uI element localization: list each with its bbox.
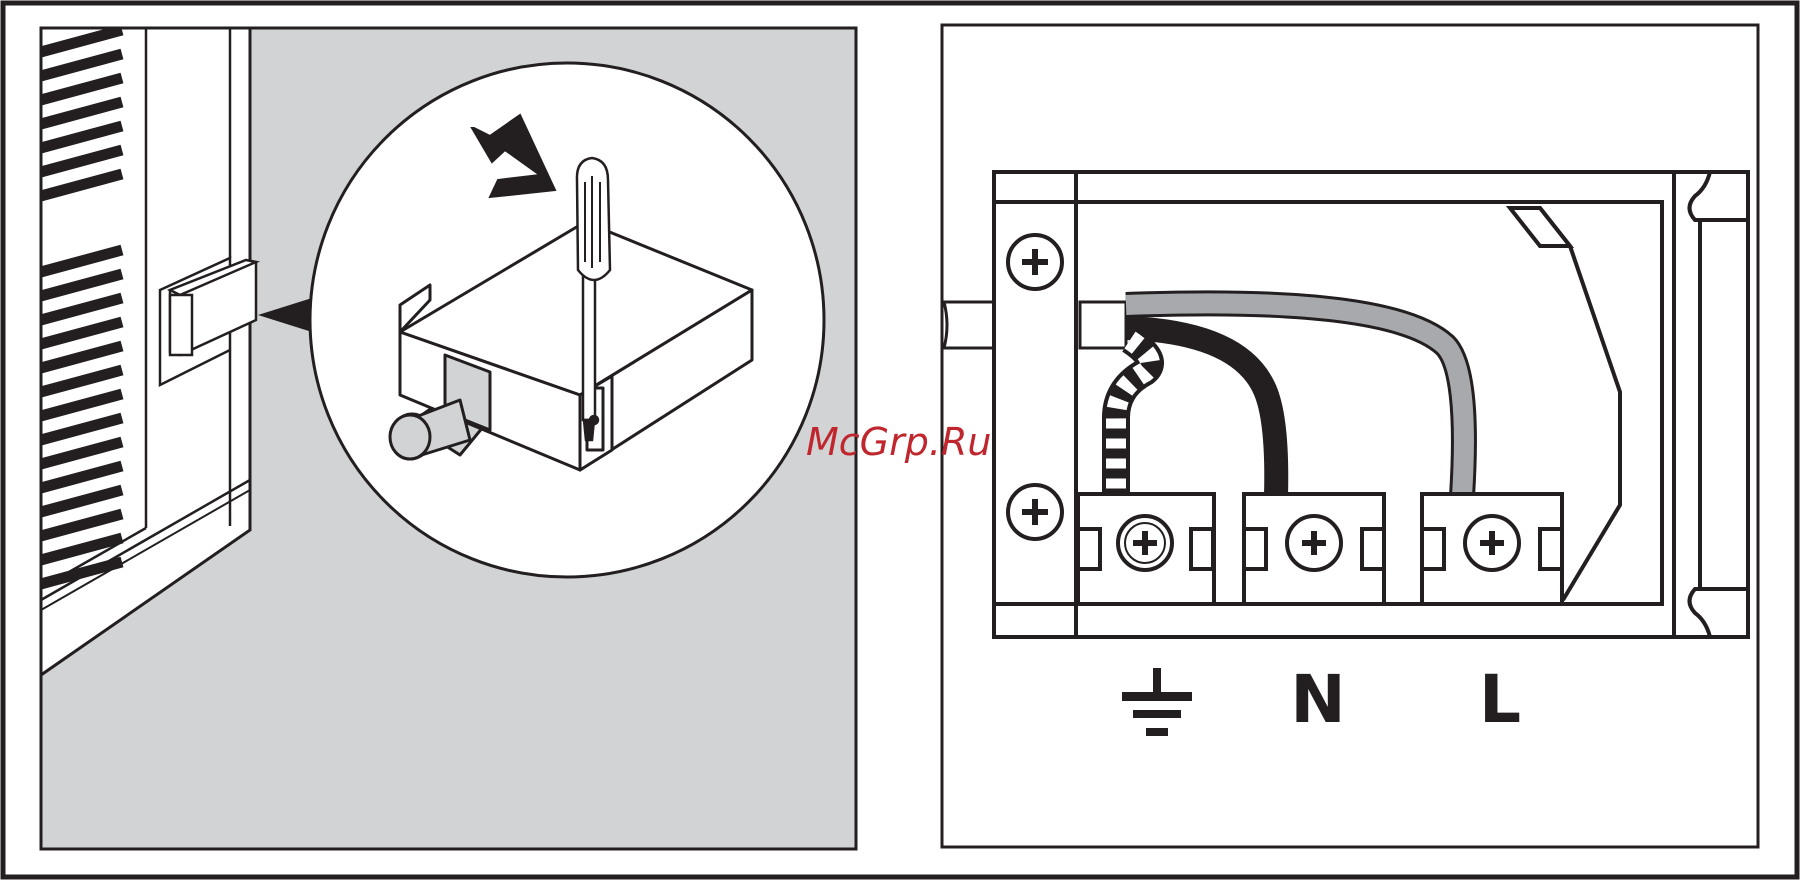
watermark-text: McGrp.Ru [806,420,991,464]
terminal-label-live: L [1479,661,1521,738]
cable-clamp [1080,302,1126,348]
right-panel: N L [942,25,1758,847]
housing-screw-top [1008,235,1062,289]
left-panel [41,28,856,849]
terminal-live [1422,494,1562,604]
terminal-neutral [1244,494,1384,604]
magnified-callout [310,63,824,577]
supply-cable-stub [944,302,995,348]
housing-screw-bottom [1008,485,1062,539]
terminal-earth [1078,494,1214,604]
terminal-label-neutral: N [1290,661,1345,738]
